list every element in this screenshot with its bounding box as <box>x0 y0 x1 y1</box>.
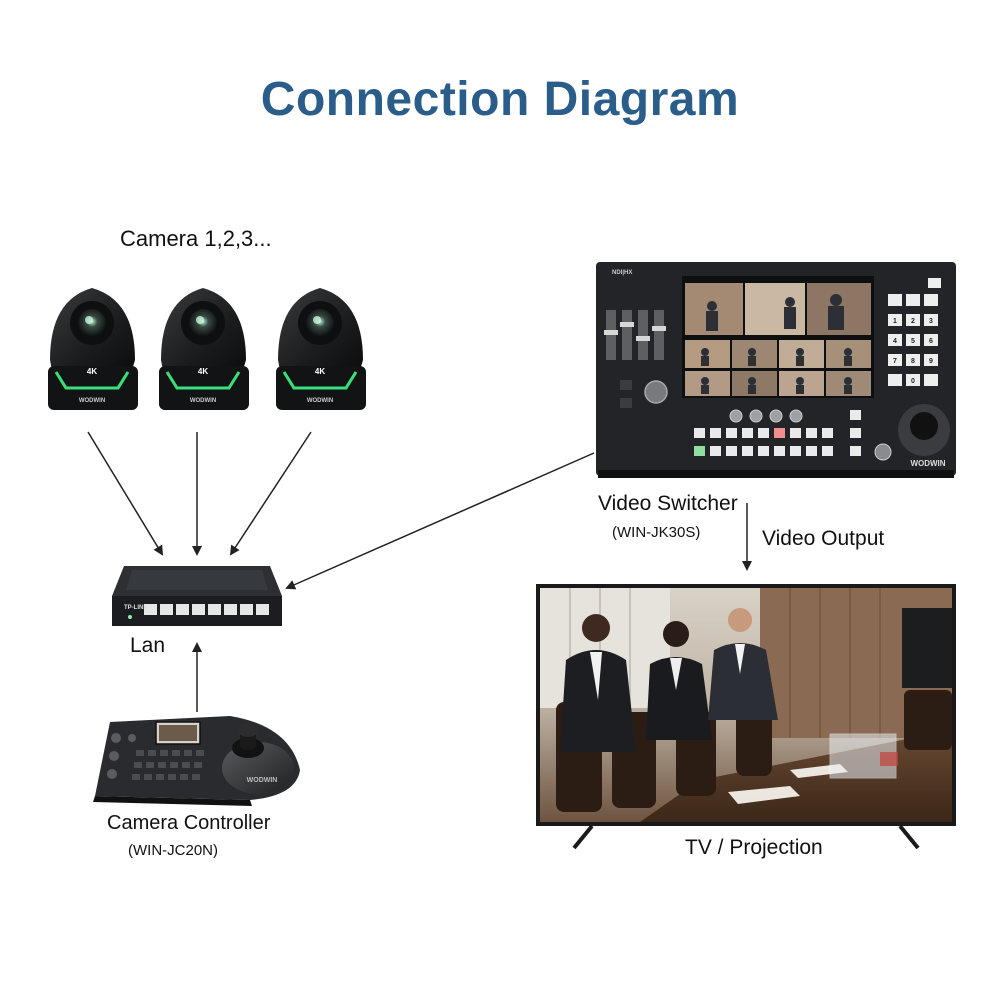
camera-1-brand: WODWIN <box>79 398 105 404</box>
camera-2-brand: WODWIN <box>190 398 216 404</box>
camera-1-badge: 4K <box>87 367 97 376</box>
tv-person-1 <box>560 614 636 752</box>
switcher-brand: WODWIN <box>910 459 945 468</box>
tv-person-3 <box>708 608 778 720</box>
video-output-label: Video Output <box>762 527 885 550</box>
controller-model: (WIN-JC20N) <box>128 842 218 859</box>
switcher-key-8: 8 <box>911 358 915 365</box>
switcher-key-5: 5 <box>911 338 915 345</box>
arrow-camera1-to-lan <box>87 431 164 556</box>
camera-group-label: Camera 1,2,3... <box>120 226 272 251</box>
switcher-model: (WIN-JK30S) <box>612 524 701 541</box>
camera-2: 4K WODWIN <box>159 288 249 410</box>
switcher-label: Video Switcher <box>598 492 738 515</box>
switcher-key-3: 3 <box>929 318 933 325</box>
switcher-key-6: 6 <box>929 338 933 345</box>
video-switcher: NDI|HX <box>596 262 956 478</box>
camera-3-badge: 4K <box>315 367 325 376</box>
lan-label: Lan <box>130 634 166 657</box>
tv-person-2 <box>646 621 712 740</box>
camera-2-badge: 4K <box>198 367 208 376</box>
controller-label: Camera Controller <box>107 812 271 834</box>
switcher-program-buttons <box>694 428 833 438</box>
switcher-preview-buttons <box>710 446 833 456</box>
switcher-preview-screen <box>685 283 871 396</box>
arrow-camera3-to-lan <box>229 431 312 556</box>
camera-3-brand: WODWIN <box>307 398 333 404</box>
switcher-key-0: 0 <box>911 378 915 385</box>
lan-switch: TP-LINK <box>112 566 282 626</box>
switcher-ndi-badge: NDI|HX <box>612 270 632 276</box>
tv-label: TV / Projection <box>685 836 823 859</box>
arrow-switcher-to-lan <box>285 452 595 590</box>
camera-1: 4K WODWIN <box>48 288 138 410</box>
switcher-key-1: 1 <box>893 318 897 325</box>
switcher-key-9: 9 <box>929 358 933 365</box>
camera-3: 4K WODWIN <box>276 288 366 410</box>
switcher-key-2: 2 <box>911 318 915 325</box>
controller-brand: WODWIN <box>247 777 278 784</box>
switcher-keypad <box>888 278 941 386</box>
switcher-key-4: 4 <box>893 338 897 345</box>
diagram-title: Connection Diagram <box>260 73 740 126</box>
lan-switch-brand: TP-LINK <box>124 605 148 611</box>
switcher-key-7: 7 <box>893 358 897 365</box>
camera-controller: WODWIN <box>93 716 300 806</box>
tv-display <box>536 584 956 850</box>
